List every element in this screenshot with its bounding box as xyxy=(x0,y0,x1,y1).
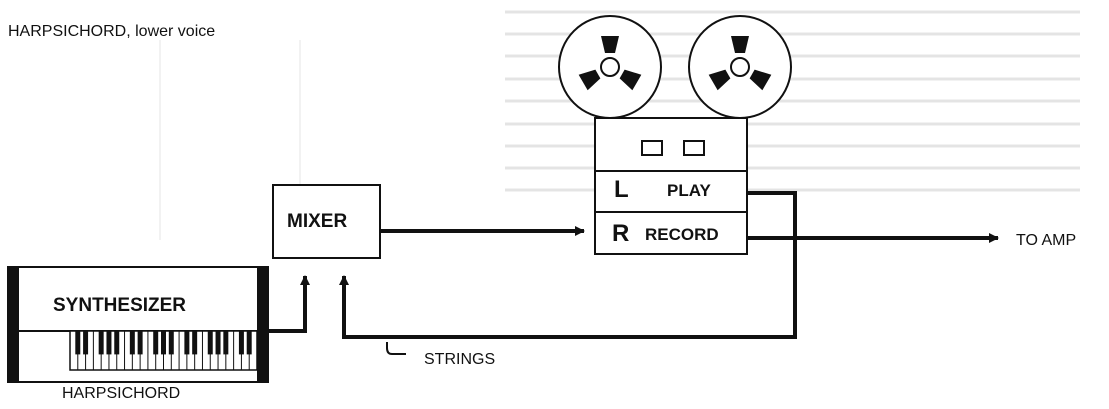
diagram-heading: HARPSICHORD, lower voice xyxy=(8,23,216,40)
strings-label: STRINGS xyxy=(424,351,496,368)
play-label: PLAY xyxy=(667,181,711,200)
tape-head-window-left xyxy=(641,140,663,156)
strings-pointer-line xyxy=(386,342,406,355)
black-key xyxy=(246,331,252,355)
tape-head-window-right xyxy=(683,140,705,156)
black-key xyxy=(129,331,135,355)
synthesizer-label: SYNTHESIZER xyxy=(53,295,187,316)
strings-return-line xyxy=(339,191,797,339)
black-key xyxy=(168,331,174,355)
black-key xyxy=(161,331,166,355)
tape-reel-right xyxy=(688,15,792,119)
synthesizer-caption: HARPSICHORD xyxy=(62,385,181,402)
synthesizer-right-end-block xyxy=(257,267,268,382)
tape-deck xyxy=(558,15,792,255)
black-key xyxy=(207,331,213,355)
black-key xyxy=(137,331,143,355)
black-key xyxy=(184,331,190,355)
black-key xyxy=(223,331,229,355)
black-key xyxy=(238,331,244,355)
synthesizer-left-end-block xyxy=(8,267,19,382)
black-key xyxy=(114,331,120,355)
synthesizer-unit xyxy=(7,266,269,383)
tape-deck-body xyxy=(594,117,748,255)
black-key xyxy=(98,331,104,355)
tape-reel-left xyxy=(558,15,662,119)
mixer-label: MIXER xyxy=(287,211,348,232)
black-key xyxy=(83,331,89,355)
mixer-box xyxy=(272,184,381,259)
to-amp-label: TO AMP xyxy=(1016,232,1077,249)
keyboard-keys xyxy=(75,331,252,370)
record-label: RECORD xyxy=(645,225,719,244)
left-channel-letter: L xyxy=(614,176,629,203)
right-channel-letter: R xyxy=(612,220,630,247)
black-key xyxy=(75,331,81,355)
black-key xyxy=(215,331,221,355)
synthesizer-to-mixer-arrow xyxy=(268,275,310,333)
black-key xyxy=(192,331,198,355)
black-key xyxy=(153,331,159,355)
black-key xyxy=(106,331,112,355)
